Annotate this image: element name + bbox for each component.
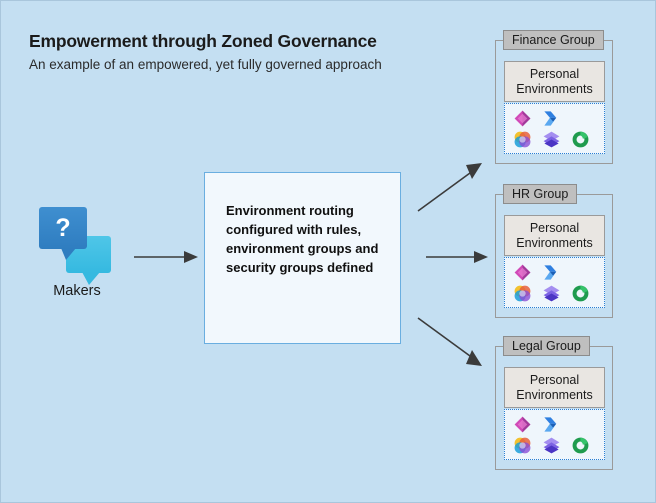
group-label-legal: Legal Group bbox=[503, 336, 590, 356]
routing-to-legal-arrow bbox=[417, 317, 482, 366]
copilot-studio-icon[interactable] bbox=[571, 284, 590, 303]
power-automate-icon[interactable] bbox=[542, 109, 561, 128]
power-apps-icon[interactable] bbox=[513, 415, 532, 434]
power-apps-icon[interactable] bbox=[513, 109, 532, 128]
power-automate-icon[interactable] bbox=[542, 415, 561, 434]
copilot-icon[interactable] bbox=[513, 436, 532, 455]
group-card-legal[interactable]: Legal Group Personal Environments bbox=[495, 336, 613, 470]
speech-bubble-front-icon bbox=[39, 207, 87, 260]
power-apps-icon[interactable] bbox=[513, 263, 532, 282]
copilot-icon[interactable] bbox=[513, 284, 532, 303]
makers-label: Makers bbox=[53, 283, 101, 299]
personal-environments-box-finance: Personal Environments bbox=[504, 61, 605, 102]
group-card-hr[interactable]: HR Group Personal Environments bbox=[495, 184, 613, 318]
copilot-studio-icon[interactable] bbox=[571, 130, 590, 149]
routing-configuration-text: Environment routing configured with rule… bbox=[226, 203, 379, 276]
power-pages-icon[interactable] bbox=[542, 284, 561, 303]
copilot-icon[interactable] bbox=[513, 130, 532, 149]
page-title: Empowerment through Zoned Governance bbox=[29, 31, 377, 51]
environment-pool-finance bbox=[504, 103, 605, 154]
routing-configuration-box: Environment routing configured with rule… bbox=[204, 172, 401, 344]
power-automate-icon[interactable] bbox=[542, 263, 561, 282]
environment-pool-legal bbox=[504, 409, 605, 460]
copilot-studio-icon[interactable] bbox=[571, 436, 590, 455]
routing-to-finance-arrow bbox=[417, 163, 482, 212]
environment-pool-hr bbox=[504, 257, 605, 308]
question-mark-glyph: ? bbox=[55, 213, 71, 242]
makers-node: ? Makers bbox=[31, 201, 123, 309]
group-card-finance[interactable]: Finance Group Personal Environments bbox=[495, 30, 613, 164]
page-subtitle: An example of an empowered, yet fully go… bbox=[29, 57, 382, 72]
power-pages-icon[interactable] bbox=[542, 130, 561, 149]
power-pages-icon[interactable] bbox=[542, 436, 561, 455]
personal-environments-box-hr: Personal Environments bbox=[504, 215, 605, 256]
makers-to-routing-arrow bbox=[134, 251, 198, 263]
group-label-finance: Finance Group bbox=[503, 30, 604, 50]
personal-environments-box-legal: Personal Environments bbox=[504, 367, 605, 408]
group-label-hr: HR Group bbox=[503, 184, 578, 204]
routing-to-hr-arrow bbox=[426, 251, 488, 263]
